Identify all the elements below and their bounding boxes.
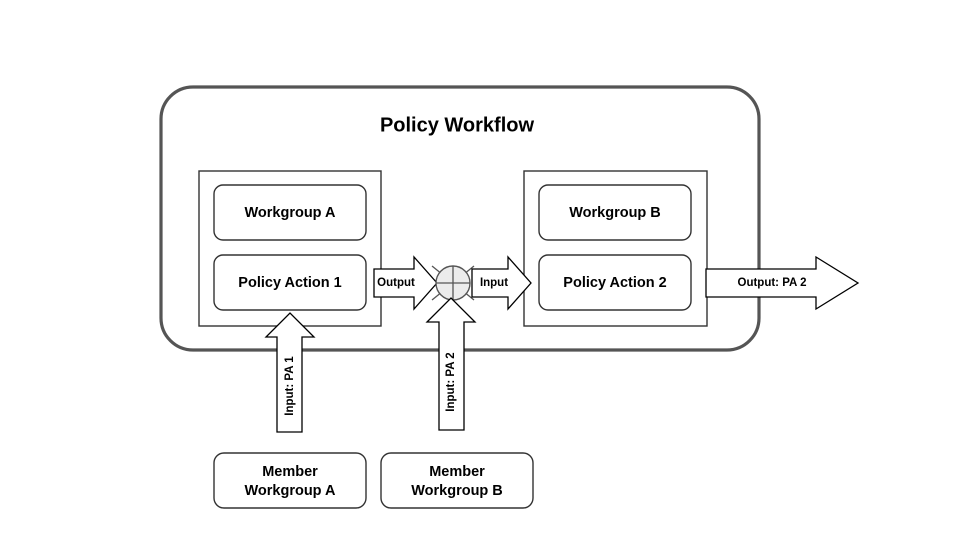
node-member-workgroup-b[interactable]: [380, 452, 534, 509]
arrow-output-pa2: [705, 255, 860, 311]
arrow-output-1: [373, 255, 438, 311]
arrow-input-pa2: [425, 297, 477, 431]
node-workgroup-b-label: Workgroup B: [569, 205, 661, 221]
node-policy-action-1[interactable]: [213, 254, 367, 311]
arrow-input-pa1: [264, 312, 316, 433]
edge-label-input-2: Input: [480, 277, 508, 289]
node-policy-action-2[interactable]: [538, 254, 692, 311]
node-member-workgroup-a-label-line1: Member: [262, 464, 318, 480]
node-member-workgroup-a[interactable]: [213, 452, 367, 509]
node-member-workgroup-b-label-line2: Workgroup B: [411, 483, 503, 499]
node-workgroup-b[interactable]: [538, 184, 692, 241]
arrow-input-2: [471, 255, 532, 311]
node-member-workgroup-b-label-line1: Member: [429, 464, 485, 480]
edge-label-output-pa2: Output: PA 2: [738, 277, 807, 289]
edge-label-input-pa2: Input: PA 2: [445, 352, 457, 411]
edge-label-output-1: Output: [377, 277, 415, 289]
node-workgroup-a[interactable]: [213, 184, 367, 241]
edge-label-input-pa1: Input: PA 1: [284, 356, 296, 416]
node-policy-action-1-label: Policy Action 1: [238, 275, 341, 291]
node-member-workgroup-a-label-line2: Workgroup A: [244, 483, 336, 499]
node-policy-action-2-label: Policy Action 2: [563, 275, 666, 291]
page-title: Policy Workflow: [380, 114, 535, 136]
node-workgroup-a-label: Workgroup A: [244, 205, 336, 221]
